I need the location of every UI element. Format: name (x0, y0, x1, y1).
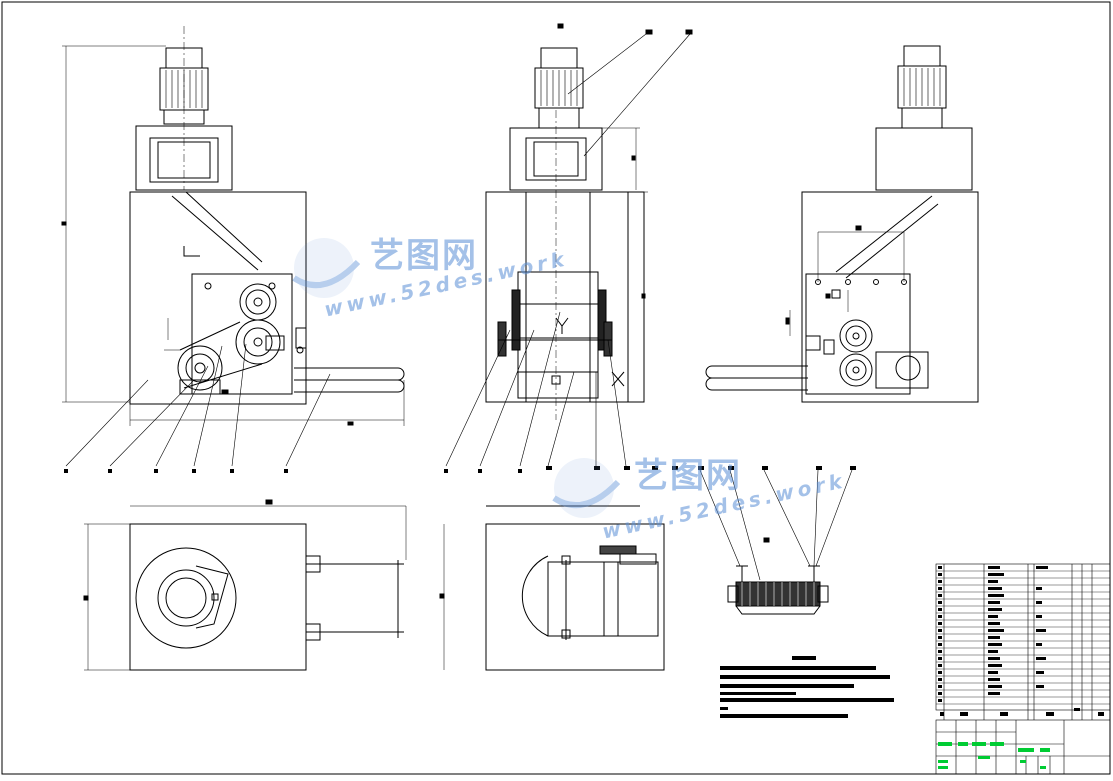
roller-detail (699, 469, 853, 615)
technical-notes (720, 656, 894, 718)
front-view (61, 26, 405, 467)
top-view-left (83, 499, 407, 671)
right-view (705, 45, 979, 403)
parts-list (935, 563, 1111, 720)
title-block (935, 719, 1111, 775)
balloon-markers (64, 466, 856, 473)
side-view (445, 23, 693, 467)
top-view-middle (439, 505, 665, 671)
